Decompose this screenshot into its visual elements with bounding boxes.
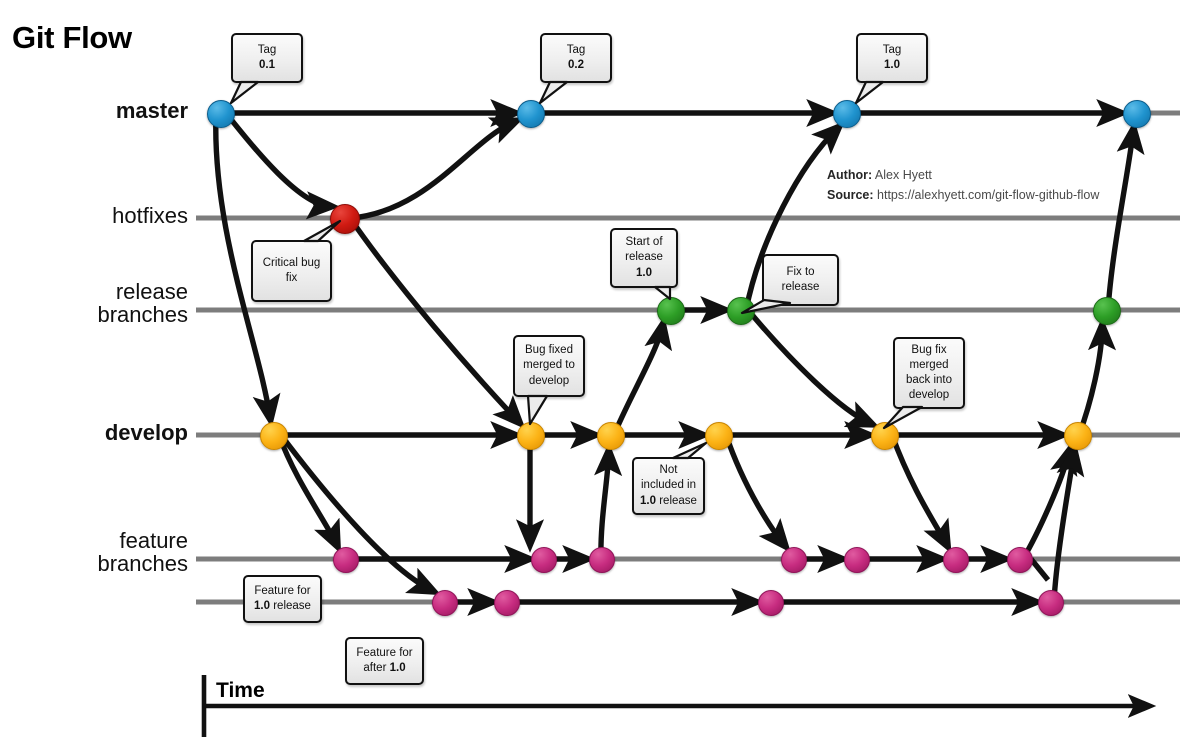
commit-node-m1[interactable] — [207, 100, 235, 128]
wire-feature-f3-to-develop-d3 — [594, 442, 623, 560]
wire-feature-f7-tail — [1028, 557, 1051, 582]
lane-label-hotfixes: hotfixes — [112, 203, 188, 228]
commit-node-f4[interactable] — [781, 547, 807, 573]
commit-node-f3[interactable] — [589, 547, 615, 573]
commit-node-f5[interactable] — [844, 547, 870, 573]
author-line: Author: Alex Hyett — [827, 165, 1099, 185]
commit-node-d1[interactable] — [260, 422, 288, 450]
commit-node-g1[interactable] — [432, 590, 458, 616]
commit-node-d2[interactable] — [517, 422, 545, 450]
wire-develop-d5-to-feature-f6 — [889, 434, 952, 554]
commit-node-m2[interactable] — [517, 100, 545, 128]
wire-develop-d6-to-release-r3 — [1076, 316, 1117, 436]
wire-release-to-master-m3 — [743, 121, 845, 311]
wire-hotfix-to-master — [351, 117, 525, 221]
commit-node-d4[interactable] — [705, 422, 733, 450]
wire-develop-to-feature-f1 — [276, 434, 342, 554]
commit-node-d5[interactable] — [871, 422, 899, 450]
wire-master-to-hotfix — [223, 111, 340, 220]
wire-develop-d4-to-feature-f4 — [723, 434, 791, 553]
lane-label-develop: develop — [104, 420, 188, 445]
commit-node-d6[interactable] — [1064, 422, 1092, 450]
lane-baselines — [196, 110, 1180, 605]
commit-node-g3[interactable] — [758, 590, 784, 616]
commit-node-f6[interactable] — [943, 547, 969, 573]
source-line: Source: https://alexhyett.com/git-flow-g… — [827, 185, 1099, 205]
author-name: Alex Hyett — [874, 168, 932, 182]
commit-node-h1[interactable] — [330, 204, 360, 234]
wire-develop-to-release-r1 — [611, 315, 673, 437]
wire-master-to-develop — [213, 112, 281, 428]
branch-wires — [213, 98, 1145, 617]
commit-node-m3[interactable] — [833, 100, 861, 128]
commit-node-f2[interactable] — [531, 547, 557, 573]
commit-node-m4[interactable] — [1123, 100, 1151, 128]
author-label: Author: — [827, 168, 873, 182]
commit-node-r2[interactable] — [727, 297, 755, 325]
commit-node-r3[interactable] — [1093, 297, 1121, 325]
commit-node-d3[interactable] — [597, 422, 625, 450]
commit-node-f1[interactable] — [333, 547, 359, 573]
commit-node-g2[interactable] — [494, 590, 520, 616]
lane-label-master: master — [115, 98, 188, 123]
lane-label-feature1: feature branches — [97, 528, 188, 577]
wire-release-r3-to-master-m4 — [1105, 120, 1145, 311]
source-label: Source: — [827, 188, 874, 203]
wire-feature2-g4-to-develop-d6 — [1051, 442, 1085, 603]
time-axis-label: Time — [216, 679, 265, 702]
commit-node-g4[interactable] — [1038, 590, 1064, 616]
wire-develop-to-feature2-g1 — [278, 433, 442, 596]
commit-node-r1[interactable] — [657, 297, 685, 325]
credit-block: Author: Alex Hyett Source: https://alexh… — [827, 165, 1099, 206]
lane-label-release: release branches — [97, 279, 188, 328]
time-axis — [201, 675, 1157, 737]
wire-hotfix-to-develop — [347, 216, 526, 430]
source-url: https://alexhyett.com/git-flow-github-fl… — [877, 188, 1100, 203]
page-title: Git Flow — [12, 20, 132, 55]
commit-node-f7[interactable] — [1007, 547, 1033, 573]
wire-release-r2-to-develop-d5 — [745, 308, 881, 428]
